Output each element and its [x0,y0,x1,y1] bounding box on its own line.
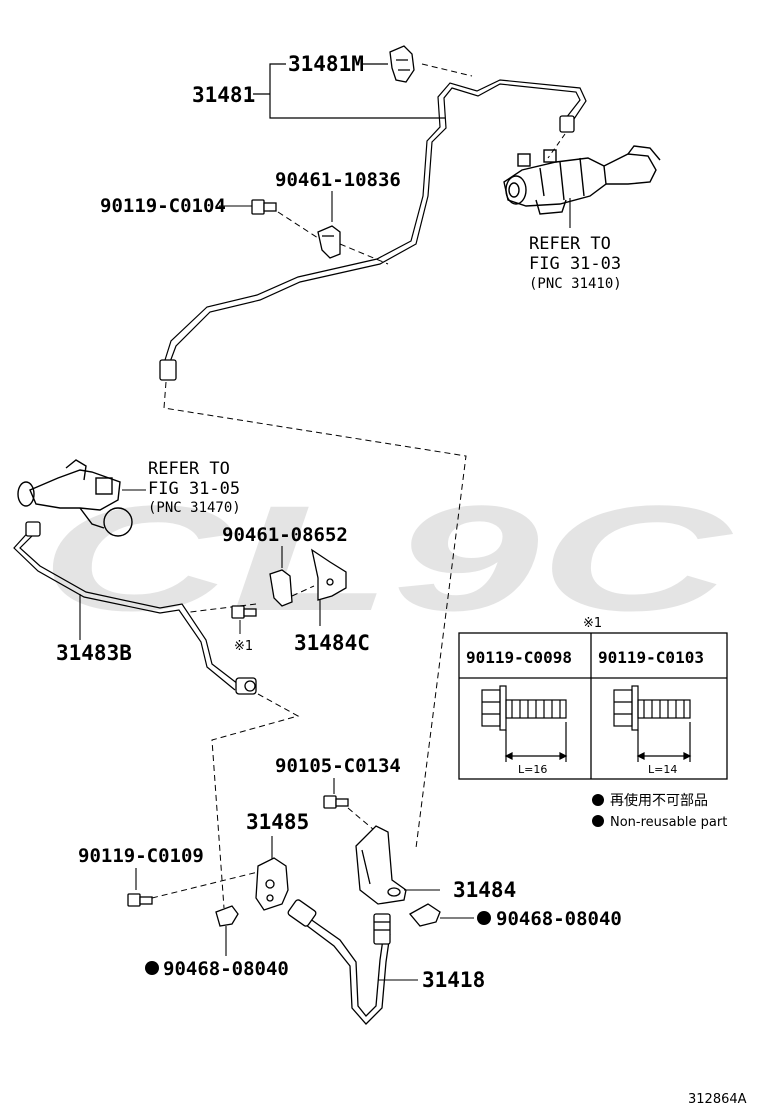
label-90119-C0109[interactable]: 90119-C0109 [78,845,204,867]
hose-fitting-left [287,899,317,927]
ref-mid-line2: FIG 31-05 [148,479,240,499]
note-mark-bolt: ※1 [234,639,253,654]
pipe-fitting-31483B-a [25,521,41,537]
legend-jp: 再使用不可部品 [610,792,708,809]
bolt-90119-C0104 [251,199,277,215]
clutch-line-upper [164,79,587,363]
bracket-31484 [355,825,407,905]
clutch-master-cylinder [503,145,661,215]
ref-mid-line3: (PNC 31470) [148,500,241,516]
bolt-note1 [231,605,257,619]
label-31484[interactable]: 31484 [453,878,516,902]
legend-dot-2 [592,815,604,827]
table-length-1: L=16 [518,763,547,776]
table-length-2: L=14 [648,763,677,776]
table-pn-1[interactable]: 90119-C0098 [466,648,572,667]
nonreuse-dot-right [477,911,491,925]
bolt-drawing-90119-C0098 [481,685,568,762]
clip-90468-08040-right [408,903,441,927]
bracket-31484C [311,548,347,601]
nonreuse-dot-left [145,961,159,975]
ref-top-line3: (PNC 31410) [529,276,622,292]
clutch-line-31483B [13,527,239,691]
label-31481M[interactable]: 31481M [288,52,364,76]
legend-dot-1 [592,794,604,806]
ref-top-line2: FIG 31-03 [529,254,621,274]
ref-top-line1: REFER TO [529,234,611,254]
pipe-fitting-upper [559,115,575,133]
table-note-mark: ※1 [583,616,602,631]
clamp-90461-08652 [269,569,293,607]
clamp-90461-10836 [317,225,341,259]
label-90461-10836[interactable]: 90461-10836 [275,169,401,191]
bolt-90105-C0134 [323,795,349,809]
ref-mid-line1: REFER TO [148,459,230,479]
bolt-drawing-90119-C0103 [613,685,692,762]
label-31483B[interactable]: 31483B [56,641,132,665]
label-31418[interactable]: 31418 [422,968,485,992]
hose-fitting-right [373,913,391,945]
bolt-spec-table [458,632,728,780]
label-31484C[interactable]: 31484C [294,631,370,655]
clip-90468-08040-left [215,905,239,927]
figure-code: 312864A [688,1092,747,1107]
label-90461-08652[interactable]: 90461-08652 [222,524,348,546]
clutch-release-cylinder [17,459,133,537]
bolt-90119-C0109 [127,893,153,907]
pipe-fitting-left [159,359,177,381]
label-90105-C0134[interactable]: 90105-C0134 [275,755,401,777]
label-31485[interactable]: 31485 [246,810,309,834]
label-90468-08040-left[interactable]: 90468-08040 [163,958,289,980]
pipe-fitting-31483B-b [235,677,257,695]
label-90119-C0104[interactable]: 90119-C0104 [100,195,226,217]
clip-31481M [389,45,415,83]
bracket-31485 [255,857,289,911]
table-pn-2[interactable]: 90119-C0103 [598,648,704,667]
label-31481[interactable]: 31481 [192,83,255,107]
watermark: CL9C [40,474,735,642]
label-90468-08040-right[interactable]: 90468-08040 [496,908,622,930]
legend-en: Non-reusable part [610,815,727,830]
flexible-hose-31418 [301,915,391,1025]
